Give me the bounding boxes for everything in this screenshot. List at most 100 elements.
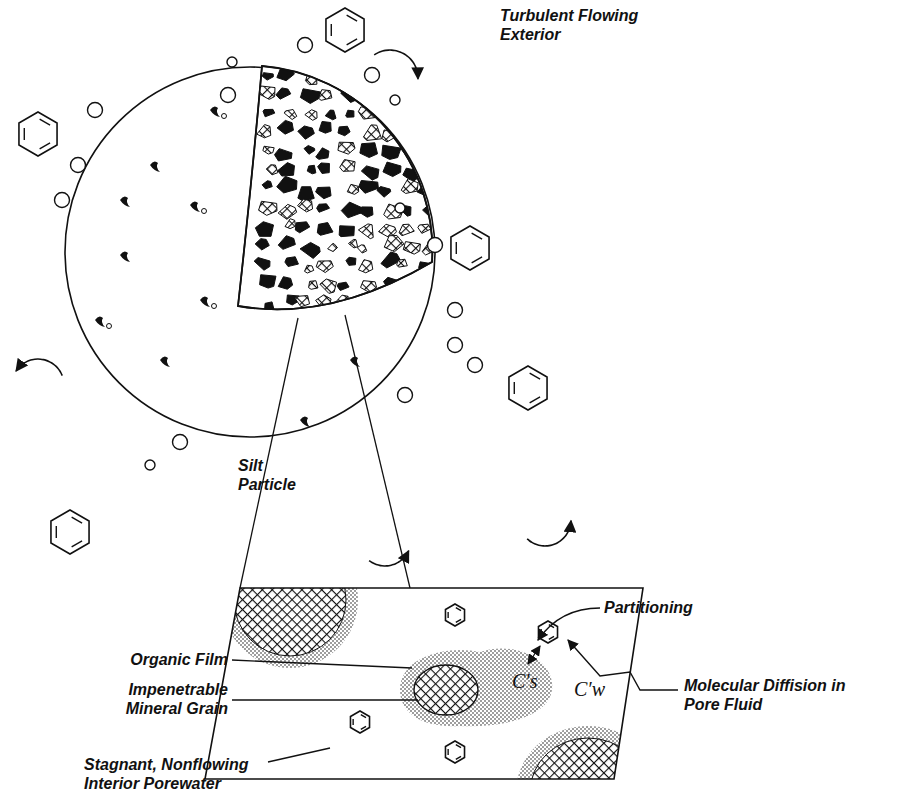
double-bond: [72, 541, 82, 547]
mineral-fragment: [401, 321, 413, 332]
mineral-fragment: [423, 132, 439, 143]
mineral-fragment: [305, 110, 317, 121]
flow-arrow: [16, 359, 62, 376]
mineral-fragment: [278, 277, 292, 290]
mineral-fragment: [257, 125, 271, 138]
mineral-fragment: [359, 180, 379, 193]
mineral-fragment: [383, 162, 401, 177]
mineral-fragment: [304, 146, 315, 155]
benzene-ring: [19, 112, 57, 156]
mineral-fragment: [387, 294, 395, 302]
mineral-fragment: [408, 76, 417, 83]
mineral-fragment: [381, 72, 401, 86]
surface-speck: [150, 161, 160, 172]
cutaway: [238, 66, 432, 309]
part-label: Impenetrable Mineral Grain: [80, 680, 228, 718]
mineral-fragment: [340, 160, 355, 172]
benzene: [538, 621, 557, 643]
mineral-fragment: [378, 103, 393, 115]
surface-speck: [95, 316, 105, 327]
concentration-symbol: C′w: [574, 680, 610, 699]
mineral-fragment: [407, 112, 417, 120]
mineral-fragment: [278, 163, 295, 176]
mineral-grain: [530, 738, 646, 799]
mineral-fragment: [278, 236, 295, 250]
surface-speck: [160, 356, 170, 367]
solute-molecule: [428, 238, 443, 253]
mineral-fragment: [418, 67, 429, 75]
solute-molecule: [365, 68, 380, 83]
benzene-ring: [326, 8, 364, 52]
mineral-fragment: [263, 146, 274, 154]
solute-molecule: [71, 158, 86, 173]
mineral-fragment: [338, 142, 355, 154]
mineral-fragment: [318, 163, 330, 174]
solute-molecule: [395, 203, 405, 213]
solute-molecule: [448, 338, 463, 353]
mineral-fragment: [298, 314, 311, 324]
mineral-fragment: [265, 302, 275, 312]
mineral-fragment: [413, 310, 429, 326]
benzene: [51, 510, 89, 554]
double-bond: [456, 242, 457, 254]
double-bond: [72, 517, 82, 523]
surface-speck: [120, 251, 130, 262]
mineral-fragment: [347, 65, 360, 75]
mineral-fragment: [347, 184, 358, 194]
solute-molecule: [390, 95, 400, 105]
surface-speck: [210, 106, 220, 117]
mineral-grain: [414, 665, 478, 715]
solute-molecule: [221, 88, 236, 103]
double-bond: [40, 119, 50, 125]
benzene-ring: [509, 366, 547, 410]
flow-label: Turbulent Flowing Exterior: [500, 6, 650, 44]
particle-label: Silt Particle: [238, 456, 310, 494]
mineral-fragment: [300, 89, 321, 104]
mineral-fragment: [317, 223, 333, 236]
zoom-line: [345, 315, 410, 588]
double-bond: [40, 143, 50, 149]
mineral-fragment: [325, 110, 336, 120]
mineral-fragment: [320, 279, 337, 293]
surface-speck: [190, 201, 200, 212]
solute-molecule: [55, 193, 70, 208]
benzene: [326, 8, 364, 52]
mineral-fragment: [384, 235, 404, 251]
mineral-fragment: [284, 109, 297, 119]
mineral-fragment: [276, 318, 289, 328]
double-bond: [56, 526, 57, 538]
mineral-fragment: [276, 88, 291, 99]
surface-speck: [200, 296, 210, 307]
double-bond: [456, 608, 461, 611]
double-bond: [514, 382, 515, 394]
mineral-fragment: [319, 121, 331, 133]
benzene-ring: [51, 510, 89, 554]
double-bond: [347, 15, 357, 21]
solute-molecule: [298, 38, 313, 53]
solute-molecule: [227, 57, 237, 67]
benzene-ring: [538, 621, 557, 643]
double-bond: [331, 24, 332, 36]
double-bond: [447, 749, 448, 755]
mineral-fragment: [255, 239, 269, 250]
mineral-fragment: [339, 226, 354, 237]
benzene-ring: [445, 741, 464, 763]
organic-film: [400, 648, 552, 726]
mineral-fragment: [317, 204, 330, 212]
mineral-fragment: [316, 148, 329, 160]
mineral-fragment: [328, 244, 338, 252]
mineral-fragment: [255, 222, 273, 237]
mineral-fragment: [358, 224, 373, 239]
organic-film: [222, 532, 358, 668]
mineral-fragment: [356, 295, 368, 305]
mineral-fragment: [278, 204, 297, 219]
concentration-symbol: C′s: [512, 672, 548, 691]
mineral-fragment: [298, 199, 313, 212]
surface-speck: [300, 416, 310, 427]
mineral-fragment: [382, 145, 401, 159]
cutaway-outline: [238, 66, 432, 309]
mineral-fragment: [274, 149, 292, 161]
surface-pore: [222, 114, 227, 119]
mineral-fragment: [277, 120, 293, 134]
